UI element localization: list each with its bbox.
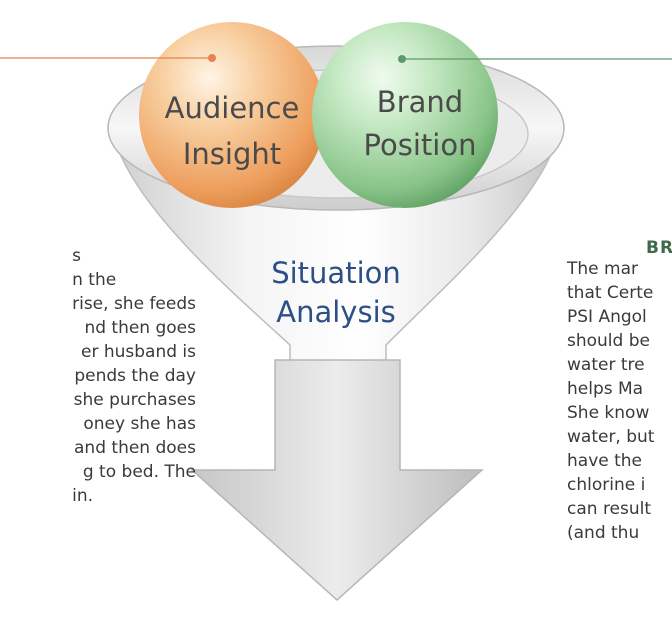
right-text-line: that Certe [567,283,654,303]
brand-position-text: The mar that Certe PSI Angol should be w… [567,257,654,545]
situation-analysis-label-2: Analysis [276,295,395,329]
brand-position-label-2: Position [364,128,477,162]
audience-insight-text: s n the rise, she feeds nd then goes er … [72,244,196,508]
left-text-line: s [72,246,81,266]
right-text-line: The mar [567,259,638,279]
brand-position-heading: BR [646,238,672,258]
audience-insight-label: Audience [165,91,300,125]
right-text-line: should be [567,331,650,351]
right-text-line: have the [567,451,643,471]
left-text-line: pends the day [74,366,196,386]
left-text-line: oney she has [83,414,196,434]
brand-position-label: Brand [377,85,463,119]
right-text-line: water, but [567,427,655,447]
left-text-line: rise, she feeds [72,294,196,314]
right-text-line: chlorine i [567,475,646,495]
right-text-line: helps Ma [567,379,644,399]
left-text-line: er husband is [80,342,196,362]
left-text-line: n the [72,270,117,290]
left-text-line: nd then goes [84,318,196,338]
left-connector-dot [208,54,216,62]
left-text-line: g to bed. The [82,462,196,482]
left-text-line: she purchases [73,390,196,410]
right-text-line: water tre [567,355,645,375]
brand-position-ball [312,22,498,208]
left-text-line: and then does [74,438,196,458]
left-text-line: in. [72,486,94,506]
right-text-line: can result [567,499,652,519]
down-arrow-icon [190,359,484,602]
audience-insight-label-2: Insight [183,137,281,171]
audience-insight-ball [139,22,325,208]
right-text-line: PSI Angol [567,307,647,327]
right-text-line: (and thu [567,523,640,543]
situation-analysis-label: Situation [271,256,401,290]
right-text-line: She know [567,403,650,423]
right-connector-dot [398,55,406,63]
